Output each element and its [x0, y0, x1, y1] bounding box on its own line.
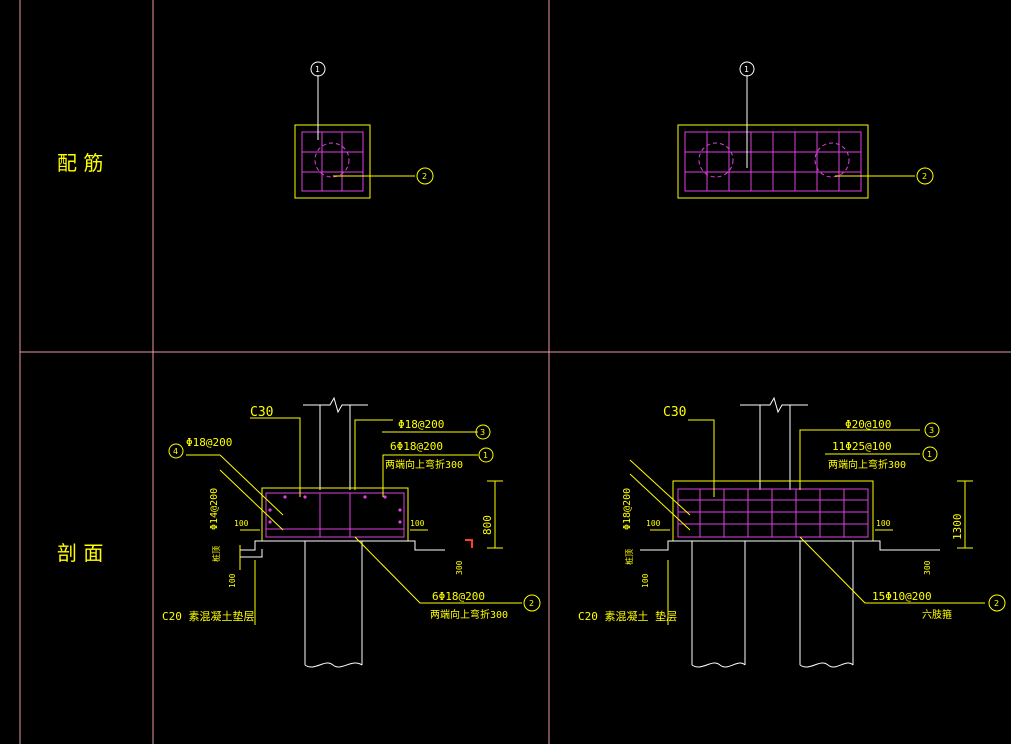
- svg-text:1: 1: [315, 65, 320, 74]
- row-label-section: 剖 面: [57, 541, 103, 565]
- section-left: 3 1 4 2 C30 Φ18@200 6Φ18@200 两端向上弯折300 Φ…: [162, 396, 541, 668]
- dim-100-c: 100: [641, 573, 650, 588]
- dim-height: 1300: [951, 514, 964, 541]
- bottom-note: 六肢箍: [922, 608, 952, 621]
- dim-height: 800: [481, 515, 494, 535]
- top-note: 两端向上弯折300: [385, 458, 463, 471]
- top-bar-a: Φ20@100: [845, 418, 891, 431]
- dim-300: 300: [455, 560, 464, 575]
- top-note: 两端向上弯折300: [828, 458, 906, 471]
- top-bar-b: 11Φ25@100: [832, 440, 892, 453]
- dim-100-a: 100: [234, 519, 249, 528]
- top-bar-b: 6Φ18@200: [390, 440, 443, 453]
- pile-label: 桩顶: [624, 549, 634, 565]
- bubble-2-plan-right: [916, 167, 934, 185]
- svg-text:2: 2: [922, 172, 927, 181]
- dim-100-a: 100: [646, 519, 661, 528]
- dim-100-c: 100: [228, 573, 237, 588]
- pile-label: 桩顶: [211, 546, 221, 562]
- bubble-3-section-left: [475, 424, 491, 440]
- svg-text:1: 1: [483, 451, 488, 460]
- bottom-bar: 6Φ18@200: [432, 590, 485, 603]
- bubble-1-section-right: [922, 446, 938, 462]
- plan-left: 1 2: [294, 61, 434, 199]
- side-bar-a: Φ18@200: [186, 436, 232, 449]
- bubble-2-section-right: [988, 594, 1006, 612]
- base-note: C20 素混凝土 垫层: [578, 609, 677, 623]
- svg-text:4: 4: [173, 447, 178, 456]
- dim-100-b: 100: [876, 519, 891, 528]
- section-right: 3 1 2 C30 Φ20@100 11Φ25@100 两端向上弯折300 Φ1…: [578, 396, 1006, 668]
- bottom-note: 两端向上弯折300: [430, 608, 508, 621]
- bubble-1-section-left: [478, 447, 494, 463]
- bubble-1-plan-left: [310, 61, 326, 77]
- svg-text:2: 2: [994, 599, 999, 608]
- svg-text:2: 2: [422, 172, 427, 181]
- svg-text:2: 2: [529, 599, 534, 608]
- bubble-1-plan-right: [739, 61, 755, 77]
- svg-text:3: 3: [929, 426, 934, 435]
- plan-right: 1 2: [677, 61, 934, 199]
- side-bar-b: Φ14@200: [209, 488, 220, 530]
- bubble-4-section-left: [168, 443, 184, 459]
- dim-300: 300: [923, 560, 932, 575]
- table-grid: [19, 0, 1011, 744]
- concrete-grade: C30: [250, 405, 273, 420]
- svg-text:1: 1: [744, 65, 749, 74]
- bubble-2-plan-left: [416, 167, 434, 185]
- bubble-3-section-right: [924, 422, 940, 438]
- top-bar-a: Φ18@200: [398, 418, 444, 431]
- bottom-bar: 15Φ10@200: [872, 590, 932, 603]
- concrete-grade: C30: [663, 405, 686, 420]
- side-bar: Φ18@200: [622, 488, 633, 530]
- svg-text:3: 3: [480, 428, 485, 437]
- row-label-reinforcement: 配 筋: [57, 151, 103, 175]
- dim-100-b: 100: [410, 519, 425, 528]
- base-note: C20 素混凝土垫层: [162, 609, 255, 623]
- svg-text:1: 1: [927, 450, 932, 459]
- bubble-2-section-left: [523, 594, 541, 612]
- marker-icon: [465, 539, 473, 548]
